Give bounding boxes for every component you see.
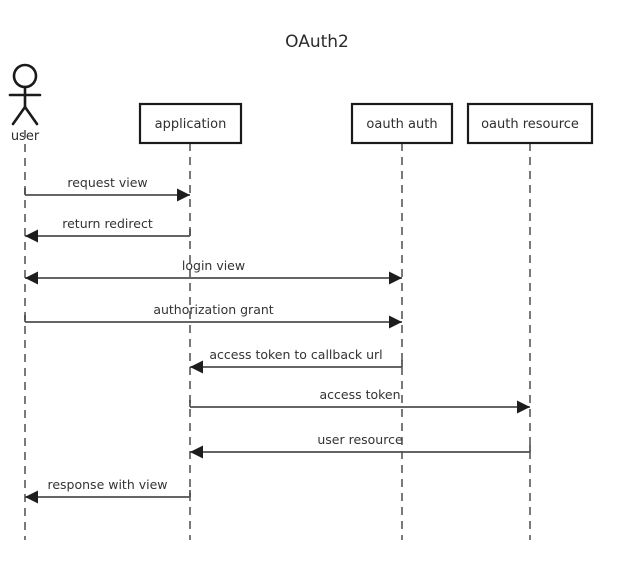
- message-label-5: access token to callback url: [209, 347, 382, 362]
- message-arrowhead-1-right: [177, 188, 190, 202]
- participant-label-oauth_auth: oauth auth: [366, 117, 437, 132]
- message-label-3: login view: [182, 258, 245, 273]
- actor-left-leg-icon: [11, 105, 27, 126]
- participant-box-oauth_resource[interactable]: oauth resource: [466, 102, 594, 145]
- message-1[interactable]: request view: [24, 175, 190, 202]
- message-label-4: authorization grant: [153, 302, 273, 317]
- participant-box-layer: application oauth auth oauth resource: [138, 102, 594, 145]
- participant-box-frame-oauth_auth: [350, 102, 454, 145]
- message-arrowhead-3-left: [25, 271, 38, 285]
- message-6[interactable]: access token: [189, 387, 530, 414]
- message-7[interactable]: user resource: [190, 432, 531, 459]
- message-label-6: access token: [319, 387, 400, 402]
- participant-box-frame-oauth_resource: [466, 102, 594, 145]
- message-label-7: user resource: [317, 432, 403, 447]
- message-4[interactable]: authorization grant: [24, 302, 402, 329]
- message-3[interactable]: login view: [25, 258, 402, 285]
- actor-right-leg-icon: [23, 105, 39, 126]
- message-arrowhead-2-left: [25, 229, 38, 243]
- message-8[interactable]: response with view: [25, 477, 191, 504]
- participant-box-frame-application: [138, 102, 243, 145]
- message-label-2: return redirect: [62, 216, 153, 231]
- participant-label-oauth_resource: oauth resource: [481, 117, 579, 132]
- message-label-8: response with view: [47, 477, 167, 492]
- message-arrowhead-4-right: [389, 315, 402, 329]
- message-label-1: request view: [67, 175, 147, 190]
- message-arrowhead-6-right: [517, 400, 530, 414]
- message-arrowhead-3-right: [389, 271, 402, 285]
- lifeline-layer: [24, 130, 531, 540]
- participant-box-application[interactable]: application: [138, 102, 243, 145]
- actor-head-icon: [12, 63, 38, 89]
- message-layer: request view return redirect login view aut…: [24, 175, 531, 504]
- message-2[interactable]: return redirect: [25, 216, 191, 243]
- message-arrowhead-8-left: [25, 490, 38, 504]
- diagram-title: OAuth2: [285, 32, 349, 52]
- message-arrowhead-5-left: [190, 360, 203, 374]
- message-arrowhead-7-left: [190, 445, 203, 459]
- participant-box-oauth_auth[interactable]: oauth auth: [350, 102, 454, 145]
- message-5[interactable]: access token to callback url: [190, 347, 403, 374]
- participant-label-application: application: [155, 117, 227, 132]
